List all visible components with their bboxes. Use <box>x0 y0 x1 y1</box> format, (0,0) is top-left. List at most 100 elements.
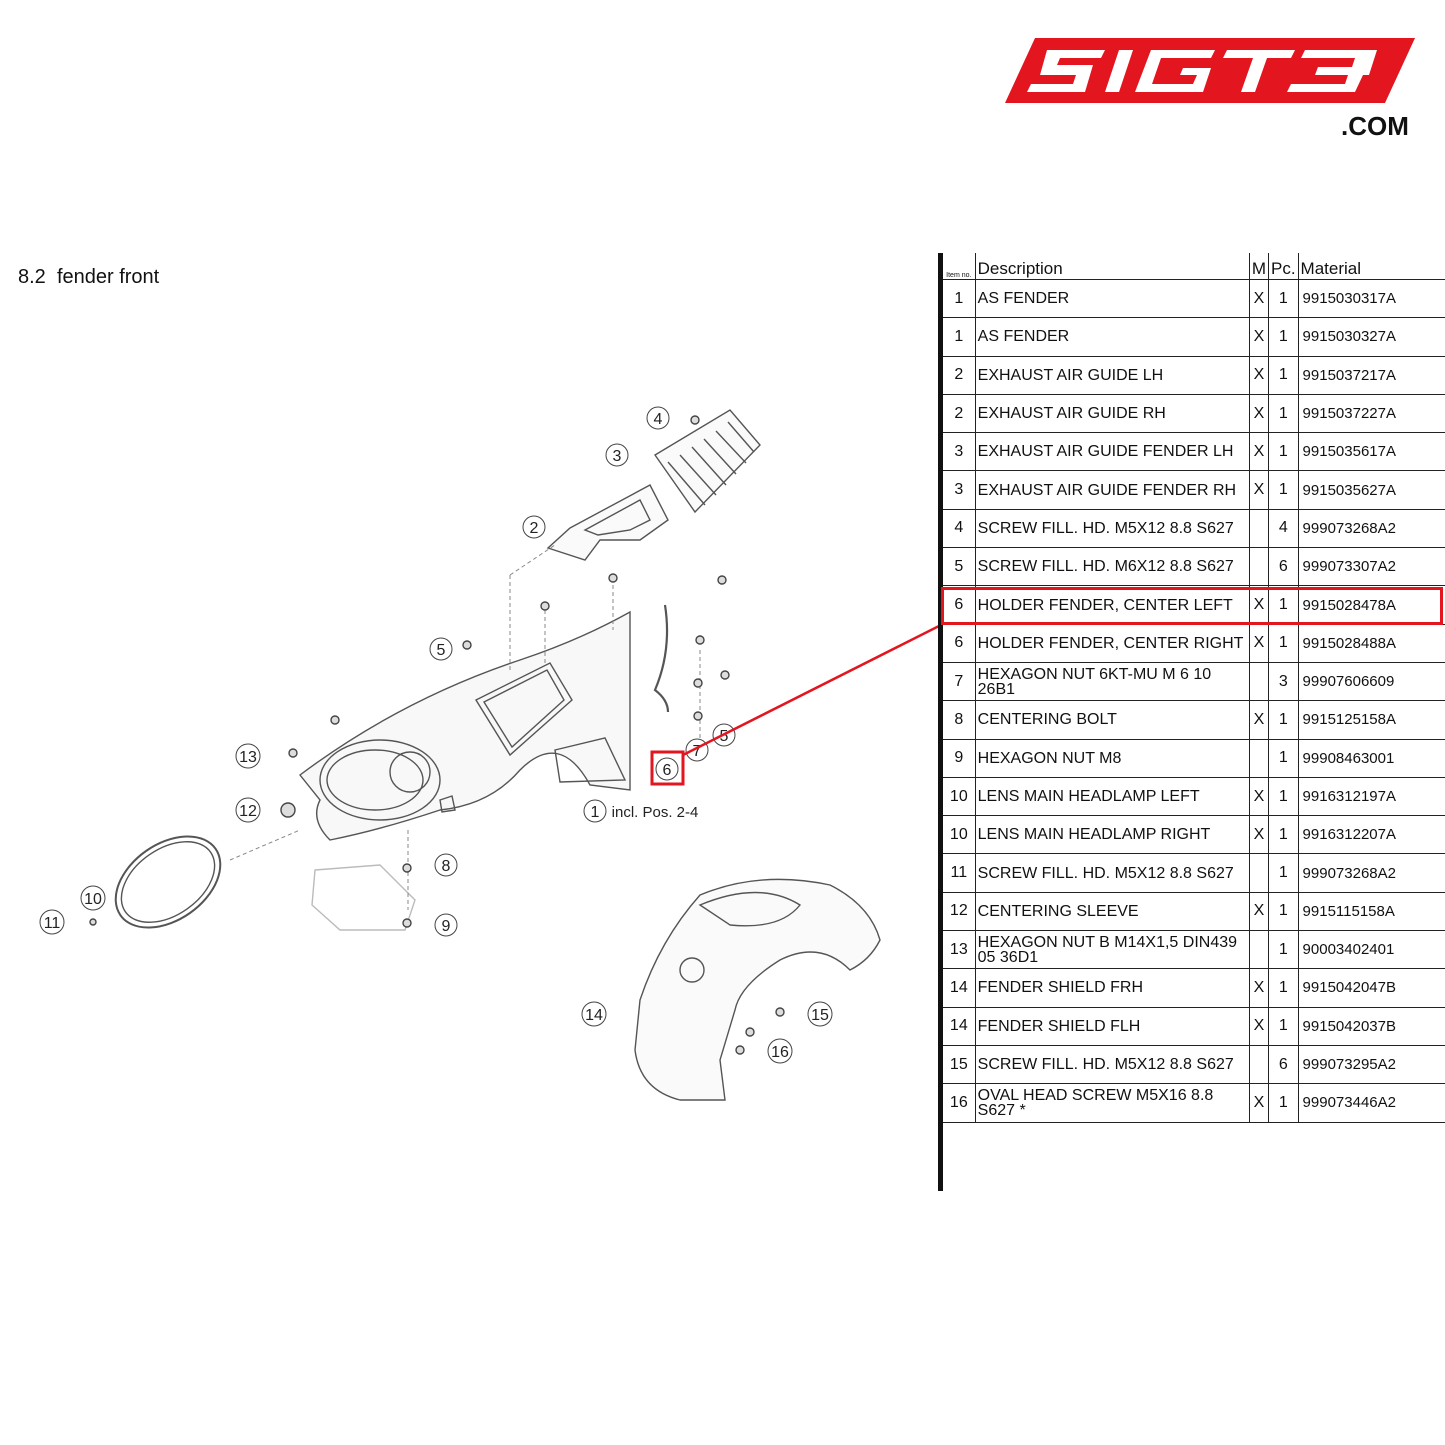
row-pc: 1 <box>1268 1083 1299 1123</box>
row-pc: 1 <box>1268 623 1299 663</box>
row-item-no: 11 <box>943 853 976 893</box>
svg-text:13: 13 <box>239 749 257 766</box>
row-material: 9915030327A <box>1298 317 1445 357</box>
row-item-no: 3 <box>943 470 976 510</box>
section-number: 8.2 <box>18 266 46 288</box>
row-item-no: 8 <box>943 700 976 740</box>
row-description: HEXAGON NUT B M14X1,5 DIN439 05 36D1 <box>975 930 1250 969</box>
row-description: CENTERING BOLT <box>975 700 1250 740</box>
row-description: HOLDER FENDER, CENTER LEFT <box>975 585 1250 625</box>
highlighted-row-frame <box>941 587 1443 625</box>
row-item-no: 9 <box>943 738 976 778</box>
row-pc: 6 <box>1268 547 1299 586</box>
callout-9: 9 <box>434 913 458 937</box>
callout-1-note: incl. Pos. 2-4 <box>612 804 699 821</box>
row-material: 999073268A2 <box>1298 853 1445 893</box>
row-m: X <box>1249 432 1269 471</box>
svg-text:8: 8 <box>442 858 451 875</box>
row-item-no: 2 <box>943 355 976 395</box>
svg-text:5: 5 <box>437 642 446 659</box>
svg-text:5: 5 <box>720 728 729 745</box>
row-item-no: 14 <box>943 968 976 1008</box>
row-item-no: 12 <box>943 891 976 931</box>
exhaust-air-guide <box>546 484 669 561</box>
row-m <box>1249 508 1269 548</box>
row-description: FENDER SHIELD FRH <box>975 968 1250 1008</box>
row-material: 9915030317A <box>1298 278 1445 318</box>
svg-text:2: 2 <box>530 520 539 537</box>
svg-text:14: 14 <box>585 1007 603 1024</box>
row-description: EXHAUST AIR GUIDE FENDER LH <box>975 432 1250 471</box>
row-pc: 3 <box>1268 661 1299 701</box>
row-pc: 1 <box>1268 585 1299 625</box>
fender-exploded-diagram: 1 incl. Pos. 2-4 2 3 4 5 5 6 7 8 9 10 11… <box>39 406 881 1101</box>
row-m: X <box>1249 355 1269 395</box>
row-material: 9916312197A <box>1298 776 1445 816</box>
row-m <box>1249 930 1269 969</box>
row-item-no: 2 <box>943 393 976 433</box>
svg-text:6: 6 <box>663 762 672 779</box>
section-name: fender front <box>56 266 160 288</box>
row-description: OVAL HEAD SCREW M5X16 8.8 S627 * <box>975 1083 1250 1123</box>
row-material: 9915042037B <box>1298 1006 1445 1046</box>
row-description: HEXAGON NUT 6KT-MU M 6 10 26B1 <box>975 661 1250 701</box>
callout-14: 14 <box>581 1001 607 1027</box>
row-description: HEXAGON NUT M8 <box>975 738 1250 778</box>
row-item-no: 13 <box>943 930 976 969</box>
callout-16: 16 <box>767 1038 793 1064</box>
row-item-no: 16 <box>943 1083 976 1123</box>
svg-text:9: 9 <box>442 918 451 935</box>
row-pc: 1 <box>1268 1006 1299 1046</box>
svg-text:10: 10 <box>84 891 102 908</box>
callout-6: 6 <box>655 757 679 781</box>
row-pc: 1 <box>1268 853 1299 893</box>
row-item-no: 7 <box>943 661 976 701</box>
row-material: 9915035627A <box>1298 470 1445 510</box>
row-m: X <box>1249 278 1269 318</box>
row-pc: 1 <box>1268 815 1299 854</box>
row-description: EXHAUST AIR GUIDE RH <box>975 393 1250 433</box>
svg-text:7: 7 <box>693 743 702 760</box>
row-description: EXHAUST AIR GUIDE FENDER RH <box>975 470 1250 510</box>
svg-text:11: 11 <box>44 915 61 932</box>
row-item-no: 6 <box>943 623 976 663</box>
row-description: AS FENDER <box>975 317 1250 357</box>
row-item-no: 1 <box>943 278 976 318</box>
header-description: Description <box>975 253 1250 280</box>
callout-7: 7 <box>685 738 709 762</box>
row-description: EXHAUST AIR GUIDE LH <box>975 355 1250 395</box>
row-m <box>1249 1044 1269 1084</box>
row-material: 999073446A2 <box>1298 1083 1445 1123</box>
callout-4: 4 <box>646 406 670 430</box>
callout-3: 3 <box>605 443 629 467</box>
callout-8: 8 <box>434 853 458 877</box>
svg-text:12: 12 <box>239 803 257 820</box>
callout-5: 5 <box>429 637 453 661</box>
row-item-no: 10 <box>943 776 976 816</box>
row-pc: 4 <box>1268 508 1299 548</box>
table-left-bar <box>938 253 943 1191</box>
svg-text:1: 1 <box>591 804 600 821</box>
svg-text:3: 3 <box>613 448 622 465</box>
row-pc: 1 <box>1268 930 1299 969</box>
row-material: 9915037217A <box>1298 355 1445 395</box>
row-m <box>1249 853 1269 893</box>
callout-13: 13 <box>235 743 261 769</box>
row-m: X <box>1249 776 1269 816</box>
row-material: 9915028488A <box>1298 623 1445 663</box>
